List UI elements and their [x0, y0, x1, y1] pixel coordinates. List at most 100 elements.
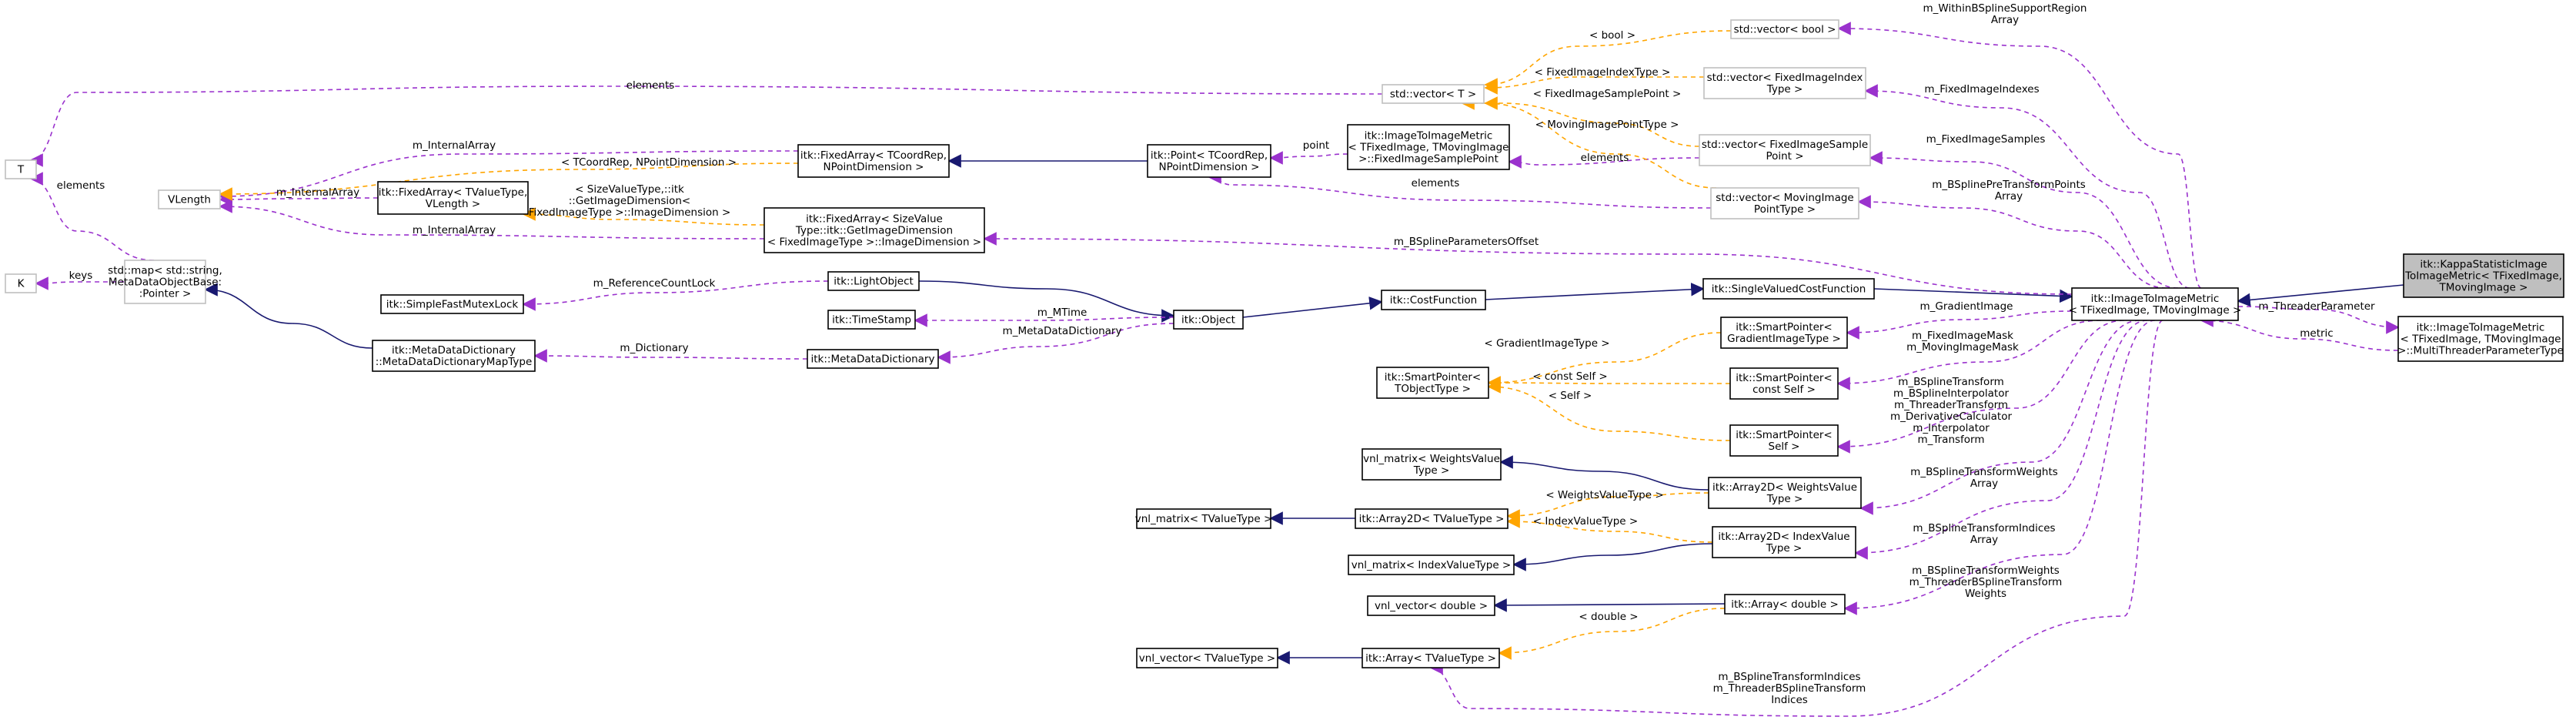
node-label-line: < TFixedImage, TMovingImage >: [2069, 304, 2242, 317]
node-std-map[interactable]: std::map< std::string,MetaDataObjectBase…: [108, 260, 222, 304]
node-box: [1730, 19, 1839, 39]
node-std-vector-moving-point[interactable]: std::vector< MovingImagePointType >: [1710, 187, 1859, 219]
edge-light-object: [918, 280, 1175, 323]
node-mutex-lock[interactable]: itk::SimpleFastMutexLock: [380, 294, 524, 314]
node-box: [827, 310, 916, 330]
node-single-valued[interactable]: itk::SingleValuedCostFunction: [1702, 278, 1875, 300]
node-std-vector-fixed-sample[interactable]: std::vector< FixedImageSamplePoint >: [1699, 134, 1871, 166]
node-box: [2397, 316, 2564, 362]
edge-label-t-size-value: ::GetImageDimension<: [569, 195, 691, 207]
edge-label-threader-indices: Indices: [1771, 694, 1808, 706]
node-label-line: vnl_vector< TValueType >: [1139, 652, 1275, 665]
node-object[interactable]: itk::Object: [1173, 310, 1244, 330]
node-label-line: itk::MetaDataDictionary: [811, 353, 935, 366]
edge-label-elements-map: elements: [626, 79, 675, 92]
edge-label-keys: keys: [69, 270, 93, 282]
node-fixed-sample-point[interactable]: itk::ImageToImageMetric< TFixedImage, TM…: [1347, 124, 1510, 170]
node-box: [1348, 554, 1515, 575]
node-vnl-vector-double[interactable]: vnl_vector< double >: [1367, 595, 1495, 616]
node-array-tvalue[interactable]: itk::Array< TValueType >: [1362, 648, 1500, 668]
edge-label-t-double: < double >: [1579, 611, 1638, 623]
node-sp-tobject[interactable]: itk::SmartPointer<TObjectType >: [1376, 367, 1489, 399]
node-label-line: PointType >: [1754, 203, 1816, 216]
node-vlength[interactable]: VLength: [158, 189, 221, 209]
node-img-metric[interactable]: itk::ImageToImageMetric< TFixedImage, TM…: [2069, 287, 2242, 321]
node-fa-tcoord[interactable]: itk::FixedArray< TCoordRep,NPointDimensi…: [797, 144, 950, 178]
edge-tpl-spg: [1487, 332, 1722, 390]
node-array2d-weights[interactable]: itk::Array2D< WeightsValueType >: [1708, 477, 1862, 509]
node-label-line: Self >: [1769, 441, 1800, 453]
node-label-line: ToImageMetric< TFixedImage,: [2404, 270, 2562, 283]
node-md-map-type[interactable]: itk::MetaDataDictionary::MetaDataDiction…: [372, 340, 536, 372]
node-vnl-vector-tvalue[interactable]: vnl_vector< TValueType >: [1136, 648, 1278, 668]
edge-label-t-size-value: < SizeValueType,::itk: [575, 183, 684, 196]
node-vnl-matrix-index[interactable]: vnl_matrix< IndexValueType >: [1348, 554, 1515, 575]
edge-moving-point: [1208, 170, 1712, 209]
node-point[interactable]: itk::Point< TCoordRep,NPointDimension >: [1147, 144, 1271, 178]
node-box: [807, 349, 939, 369]
edge-img-fidx: [1864, 84, 2190, 289]
edge-labels-layer: m_WithinBSplineSupportRegionArraym_Fixed…: [57, 2, 2375, 706]
edge-label-internal-array-1: m_InternalArray: [413, 139, 496, 152]
node-std-vector-T[interactable]: std::vector< T >: [1382, 84, 1485, 104]
edge-array2dw-vnlw: [1499, 455, 1709, 491]
edge-label-elements-T: elements: [57, 179, 105, 192]
edge-label-indices-array: Array: [1970, 534, 1998, 546]
node-label-line: itk::ImageToImageMetric: [1365, 130, 1493, 142]
node-sp-gradient[interactable]: itk::SmartPointer<GradientImageType >: [1720, 317, 1848, 349]
node-light-object[interactable]: itk::LightObject: [827, 271, 920, 291]
node-label-line: itk::SmartPointer<: [1736, 372, 1832, 384]
node-label-line: itk::SmartPointer<: [1736, 429, 1832, 441]
node-mt-param[interactable]: itk::ImageToImageMetric< TFixedImage, TM…: [2397, 316, 2564, 362]
node-K[interactable]: K: [5, 273, 37, 293]
node-std-vector-fixed-idx[interactable]: std::vector< FixedImageIndexType >: [1703, 67, 1866, 99]
node-array2d-index[interactable]: itk::Array2D< IndexValueType >: [1712, 526, 1856, 558]
edge-label-t-self: < Self >: [1549, 390, 1592, 402]
edge-cost-single: [1485, 282, 1705, 300]
node-box: [1708, 477, 1862, 509]
edge-tpl-a2i: [1506, 514, 1713, 543]
node-label-line: std::vector< MovingImage: [1716, 192, 1853, 204]
node-box: [124, 260, 206, 304]
node-label-line: std::vector< FixedImageIndex: [1707, 72, 1863, 84]
edge-img-spcs: [1836, 320, 2102, 390]
edge-label-metric: metric: [2300, 327, 2333, 340]
node-label-line: TMovingImage >: [2439, 282, 2528, 294]
edge-label-pre-transform: m_BSplinePreTransformPoints: [1932, 179, 2086, 191]
node-T[interactable]: T: [5, 159, 37, 179]
edge-img-a2i: [1854, 320, 2148, 560]
node-box: [2403, 253, 2564, 298]
node-time-stamp[interactable]: itk::TimeStamp: [827, 310, 916, 330]
edge-img-ad: [1843, 320, 2156, 615]
edge-tpl-fidx: [1484, 76, 1704, 95]
node-label-line: Type >: [1766, 493, 1803, 505]
node-label-line: vnl_matrix< TValueType >: [1135, 513, 1273, 525]
node-label-line: itk::FixedArray< TCoordRep,: [800, 149, 947, 162]
node-box: [1729, 424, 1839, 457]
node-label-line: std::vector< T >: [1390, 89, 1476, 101]
edge-label-mtime: m_MTime: [1037, 307, 1088, 319]
node-box: [5, 159, 37, 179]
node-vnl-matrix-tvalue[interactable]: vnl_matrix< TValueType >: [1135, 508, 1273, 529]
node-cost-function[interactable]: itk::CostFunction: [1381, 290, 1486, 310]
node-sp-const-self[interactable]: itk::SmartPointer<const Self >: [1729, 367, 1839, 400]
node-array-double[interactable]: itk::Array< double >: [1724, 594, 1846, 615]
node-box: [1381, 290, 1486, 310]
node-fa-tvalue[interactable]: itk::FixedArray< TValueType,VLength >: [377, 181, 529, 215]
node-label-line: Type >: [1413, 464, 1450, 477]
node-array2d-tvalue[interactable]: itk::Array2D< TValueType >: [1355, 508, 1509, 529]
edge-img-fsize: [983, 232, 2073, 295]
edge-label-gradient-image: m_GradientImage: [1920, 300, 2013, 313]
node-sp-self[interactable]: itk::SmartPointer<Self >: [1729, 424, 1839, 457]
node-metadata-dict[interactable]: itk::MetaDataDictionary: [807, 349, 939, 369]
edge-tpl-fatc: [219, 162, 799, 201]
edge-img-sps: [1836, 320, 2125, 454]
node-box: [1724, 594, 1846, 615]
edge-label-weights-array: Array: [1970, 477, 1998, 490]
node-vnl-matrix-weights[interactable]: vnl_matrix< WeightsValueType >: [1362, 448, 1502, 481]
node-std-vector-bool[interactable]: std::vector< bool >: [1730, 19, 1839, 39]
node-box: [2071, 287, 2239, 321]
node-fa-size[interactable]: itk::FixedArray< SizeValueType::itk::Get…: [763, 207, 985, 253]
